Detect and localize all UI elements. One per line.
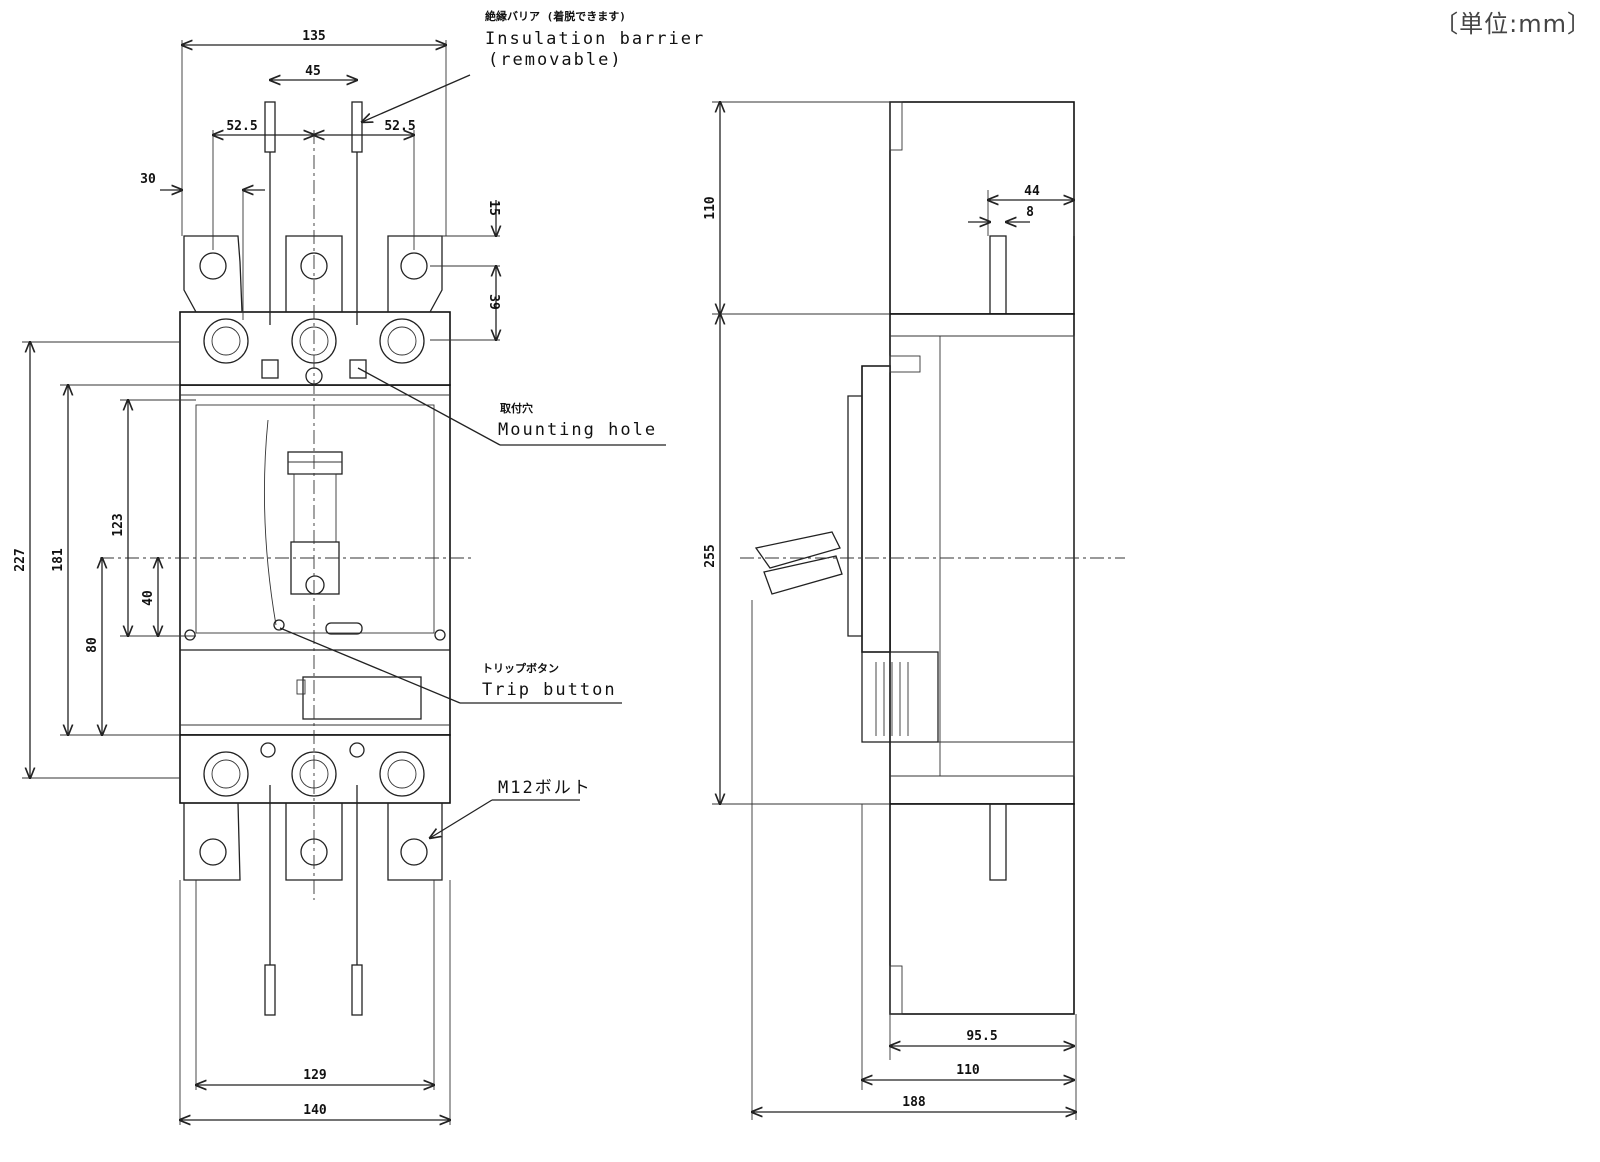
trip-button-callout-jp: トリップボタン — [482, 661, 559, 675]
dim-135: 135 — [302, 29, 325, 44]
dim-227: 227 — [13, 548, 28, 571]
side-view: 110 255 44 8 95.5 110 188 — [703, 102, 1125, 1120]
dim-side-110: 110 — [703, 196, 718, 220]
barrier-callout-en: Insulation barrier — [485, 29, 705, 49]
dim-side-8: 8 — [1026, 205, 1034, 220]
dim-30: 30 — [140, 172, 156, 187]
barrier-callout-en-2: (removable) — [488, 50, 623, 70]
dim-side-110-depth: 110 — [956, 1063, 980, 1078]
dim-side-188: 188 — [902, 1095, 926, 1110]
dim-123: 123 — [111, 513, 126, 536]
front-view: 135 45 52.5 52.5 30 15 39 227 181 123 80… — [13, 9, 705, 1125]
dim-52-5-left: 52.5 — [226, 119, 257, 134]
dim-52-5-right: 52.5 — [384, 119, 415, 134]
dim-40: 40 — [141, 590, 156, 606]
barrier-callout-jp: 絶縁バリア (着脱できます) — [485, 9, 626, 23]
dim-140: 140 — [303, 1103, 327, 1118]
dim-80: 80 — [85, 637, 100, 653]
dim-side-95-5: 95.5 — [966, 1029, 997, 1044]
dim-129: 129 — [303, 1068, 326, 1083]
dim-side-44: 44 — [1024, 184, 1040, 199]
dim-15: 15 — [486, 200, 501, 216]
dim-side-255: 255 — [703, 544, 718, 567]
m12-bolt-callout: M12ボルト — [498, 778, 592, 798]
dim-181: 181 — [51, 548, 66, 572]
trip-button-callout-en: Trip button — [482, 680, 617, 700]
dim-39: 39 — [486, 294, 501, 310]
dim-45: 45 — [305, 64, 321, 79]
unit-label: 〔単位:mm〕 — [1434, 10, 1592, 38]
mounting-hole-callout-en: Mounting hole — [498, 420, 657, 440]
mounting-hole-callout-jp: 取付穴 — [500, 401, 533, 415]
